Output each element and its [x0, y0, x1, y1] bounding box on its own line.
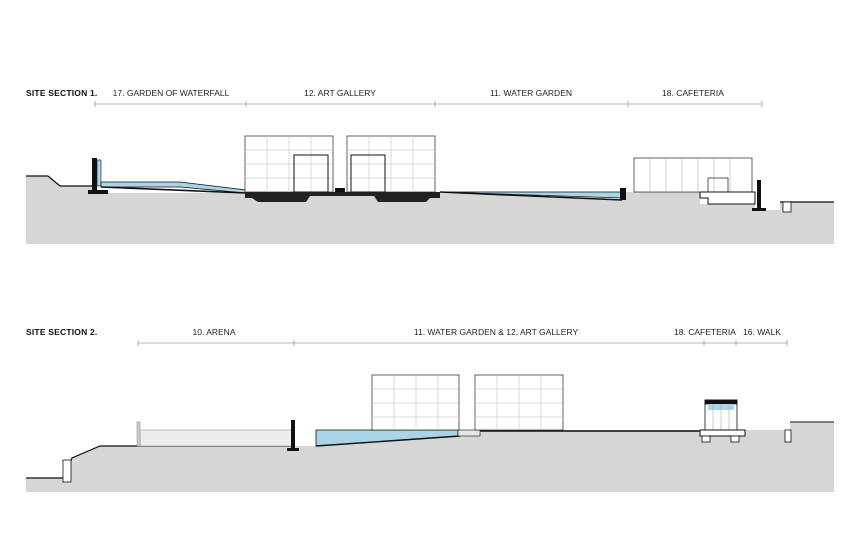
section2-gallery-left: [371, 374, 460, 431]
section1-zone-garden-of-waterfall: 17. GARDEN OF WATERFALL: [112, 88, 230, 98]
section2-zone-cafeteria: 18. CAFETERIA: [674, 327, 736, 337]
section2-cafeteria: [704, 399, 738, 431]
section2-gallery-right: [474, 374, 564, 431]
section1-dimension-line: [94, 101, 763, 107]
section2-arena-wall: [139, 429, 295, 447]
section1-zone-water-garden: 11. WATER GARDEN: [489, 88, 573, 98]
section1-zone-art-gallery: 12. ART GALLERY: [304, 88, 376, 98]
waterfall-structure: [88, 158, 108, 194]
section2-zone-water-garden-art-gallery: 11. WATER GARDEN & 12. ART GALLERY: [413, 327, 579, 337]
section1-gallery-foundation: [245, 192, 440, 202]
section1-ground-line: [26, 175, 96, 187]
section2-title: SITE SECTION 2.: [26, 327, 98, 337]
section2-ground: [26, 422, 834, 492]
section1-gallery-left: [244, 135, 334, 193]
section1-title: SITE SECTION 1.: [26, 88, 98, 98]
section2-dimension-line: [137, 340, 788, 346]
section1-cafeteria: [633, 157, 753, 193]
section2-zone-walk: 16. WALK: [743, 327, 781, 337]
section1-zone-cafeteria: 18. CAFETERIA: [662, 88, 724, 98]
section2-zone-arena: 10. ARENA: [192, 327, 236, 337]
section1-gallery-right: [346, 135, 436, 193]
